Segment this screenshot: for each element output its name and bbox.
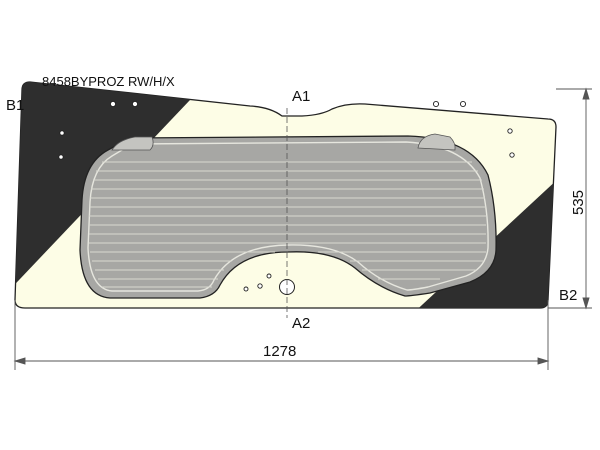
- label-b2: B2: [559, 287, 577, 304]
- mounting-holes: [58, 100, 515, 292]
- heater-grid: [89, 161, 486, 288]
- label-a1: A1: [292, 88, 310, 105]
- label-b1: B1: [6, 97, 24, 114]
- heated-area-inner-border: [87, 141, 489, 292]
- part-code: 8458BYPROZ RW/H/X: [42, 74, 175, 89]
- height-dimension: [548, 87, 592, 310]
- width-dimension: [13, 300, 550, 370]
- height-value: 535: [570, 190, 587, 215]
- terminal-left: [111, 136, 154, 151]
- terminal-right: [417, 133, 456, 151]
- label-a2: A2: [292, 315, 310, 332]
- heated-area: [79, 135, 497, 299]
- width-value: 1278: [263, 343, 296, 360]
